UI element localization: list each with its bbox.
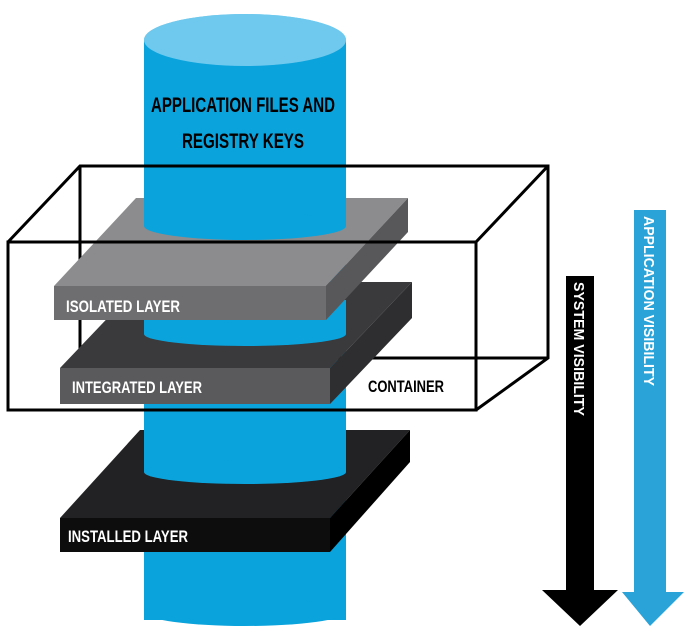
cylinder-mid-segment	[144, 400, 346, 484]
installed-layer-label: INSTALLED LAYER	[68, 527, 188, 546]
system-visibility-label: SYSTEM VISIBILITY	[570, 282, 587, 416]
application-visibility-label: APPLICATION VISIBILITY	[640, 216, 657, 386]
integrated-layer-label: INTEGRATED LAYER	[72, 378, 202, 397]
container-label: CONTAINER	[368, 377, 444, 396]
application-visibility-arrow: APPLICATION VISIBILITY	[622, 210, 684, 626]
isolated-layer-label: ISOLATED LAYER	[66, 297, 180, 316]
cylinder-label-line2: REGISTRY KEYS	[182, 130, 304, 153]
container-box	[6, 164, 550, 412]
installed-layer-side	[330, 430, 410, 552]
integrated-layer-side	[330, 282, 412, 404]
isolated-layer-side	[326, 198, 408, 320]
isolated-layer-front	[54, 286, 326, 320]
cylinder-bottom	[144, 598, 346, 626]
cylinder-label-line1: APPLICATION FILES AND	[151, 94, 335, 117]
installed-layer-front	[60, 518, 330, 552]
cylinder-top-section	[144, 14, 346, 240]
integrated-layer-front	[60, 368, 330, 404]
system-visibility-arrow: SYSTEM VISIBILITY	[542, 276, 618, 626]
